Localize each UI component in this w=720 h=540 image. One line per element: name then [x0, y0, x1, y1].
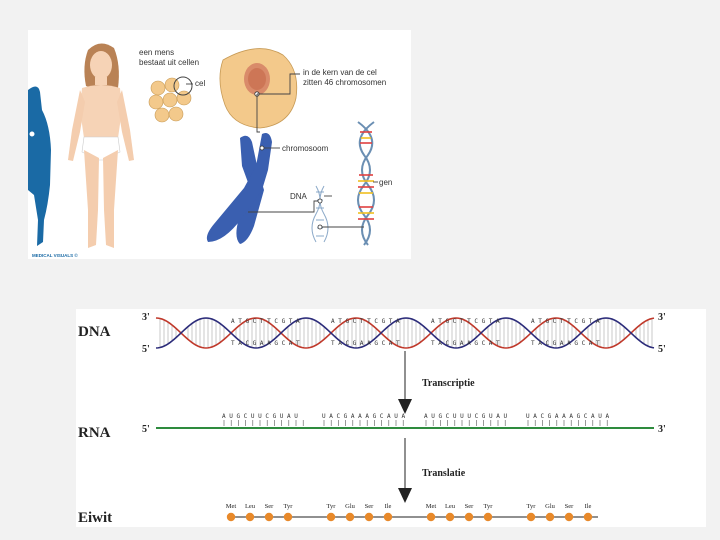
- watermark: MEDICAL VISUALS ©: [32, 252, 78, 258]
- row-label-dna: DNA: [78, 324, 111, 340]
- amino-acid-label: Ile: [385, 503, 392, 510]
- dna-sequences: A T G C T T C G T A A T G C T T C G T A …: [231, 318, 600, 347]
- step-translatie: Translatie: [422, 468, 466, 479]
- girl-figure: [68, 43, 134, 248]
- label-dna-small: DNA: [290, 192, 308, 201]
- rna-end-left: 5': [142, 424, 150, 435]
- dna-end-bottom-right: 5': [658, 344, 666, 355]
- rna-seq-2: U A C G A A A G C A U A: [322, 413, 405, 420]
- amino-acid-bead: [264, 512, 274, 522]
- chromosome: [206, 133, 272, 244]
- amino-acid-bead: [364, 512, 374, 522]
- amino-acid-label: Ile: [585, 503, 592, 510]
- amino-acid-bead: [464, 512, 474, 522]
- amino-acid-label: Met: [426, 503, 437, 510]
- dna-marker: [317, 198, 323, 204]
- central-dogma-diagram: DNA RNA Eiwit 3' 5' 3' 5' A T G C T T C …: [78, 312, 666, 526]
- cells-cluster: [148, 76, 193, 123]
- amino-acid-label: Glu: [545, 503, 556, 510]
- dna-lower-seq-1: T A C G A A G C A T: [231, 340, 300, 347]
- dna-end-top-left: 3': [142, 312, 150, 323]
- dna-end-top-right: 3': [658, 312, 666, 323]
- amino-acid-label: Tyr: [527, 503, 537, 510]
- rna-seq-3: A U G C U U U C G U A U: [424, 413, 507, 420]
- cell-with-nucleus: [219, 48, 298, 129]
- dna-helix-gene: [357, 121, 375, 246]
- amino-acid-bead: [545, 512, 555, 522]
- dna-upper-seq-1: A T G C T T C G T A: [231, 318, 300, 325]
- amino-acid-label: Tyr: [327, 503, 337, 510]
- label-kern-2: zitten 46 chromosomen: [303, 78, 386, 87]
- amino-acid-chain: Met Leu Ser Tyr Tyr Glu Ser Ile Met Leu Ser Tyr Tyr G…: [226, 503, 593, 522]
- central-dogma-panel: DNA RNA Eiwit 3' 5' 3' 5' A T G C T T C …: [76, 309, 706, 527]
- amino-acid-bead: [583, 512, 593, 522]
- dna-upper-seq-2: A T G C T T C G T A: [331, 318, 400, 325]
- row-label-rna: RNA: [78, 425, 111, 441]
- row-label-eiwit: Eiwit: [78, 510, 112, 526]
- amino-acid-bead: [326, 512, 336, 522]
- dna-end-bottom-left: 5': [142, 344, 150, 355]
- amino-acid-label: Ser: [365, 503, 375, 510]
- amino-acid-label: Leu: [445, 503, 456, 510]
- label-chromosoom: chromosoom: [282, 144, 329, 153]
- amino-acid-bead: [383, 512, 393, 522]
- dna-marker-2: [317, 224, 323, 230]
- amino-acid-label: Met: [226, 503, 237, 510]
- dna-base-pairs: [159, 318, 653, 348]
- dna-upper-seq-3: A T G C T T C G T A: [431, 318, 500, 325]
- rna-base-ticks: [223, 420, 608, 426]
- dna-strand-blue: [155, 317, 655, 349]
- amino-acid-bead: [245, 512, 255, 522]
- amino-acid-bead: [283, 512, 293, 522]
- amino-acid-label: Tyr: [284, 503, 294, 510]
- genetics-illustration: een mens bestaat uit cellen cel in de ke…: [28, 43, 392, 258]
- rna-seq-1: A U G C U U C G U A U: [222, 413, 298, 420]
- step-transcriptie: Transcriptie: [422, 378, 475, 389]
- dna-lower-seq-3: T A C G A A G C A T: [431, 340, 500, 347]
- body-marker: [28, 130, 36, 138]
- label-cel: cel: [195, 79, 205, 88]
- transcription-arrow: [398, 351, 412, 414]
- label-mens-2: bestaat uit cellen: [139, 58, 199, 67]
- dna-ladder-small: [311, 185, 329, 243]
- dna-upper-seq-4: A T G C T T C G T A: [531, 318, 600, 325]
- dna-lower-seq-4: T A C G A A G C A T: [531, 340, 600, 347]
- amino-acid-bead: [483, 512, 493, 522]
- amino-acid-label: Ser: [565, 503, 575, 510]
- amino-acid-label: Ser: [265, 503, 275, 510]
- amino-acid-bead: [226, 512, 236, 522]
- amino-acid-label: Tyr: [484, 503, 494, 510]
- label-kern-1: in de kern van de cel: [303, 68, 377, 77]
- amino-acid-label: Ser: [465, 503, 475, 510]
- amino-acid-bead: [426, 512, 436, 522]
- label-mens-1: een mens: [139, 48, 174, 57]
- amino-acid-label: Glu: [345, 503, 356, 510]
- rna-end-right: 3': [658, 424, 666, 435]
- body-silhouette: [28, 86, 51, 246]
- amino-acid-bead: [445, 512, 455, 522]
- dna-lower-seq-2: T A C G A A G C A T: [331, 340, 400, 347]
- label-gen: gen: [379, 178, 392, 187]
- amino-acid-bead: [345, 512, 355, 522]
- callout-lines: [186, 73, 378, 228]
- amino-acid-bead: [564, 512, 574, 522]
- amino-acid-bead: [526, 512, 536, 522]
- rna-seq-4: U A C G A A A G C A U A: [526, 413, 609, 420]
- translation-arrow: [398, 438, 412, 503]
- genetics-illustration-panel: een mens bestaat uit cellen cel in de ke…: [28, 30, 411, 259]
- amino-acid-label: Leu: [245, 503, 256, 510]
- dna-strand-red: [155, 317, 655, 349]
